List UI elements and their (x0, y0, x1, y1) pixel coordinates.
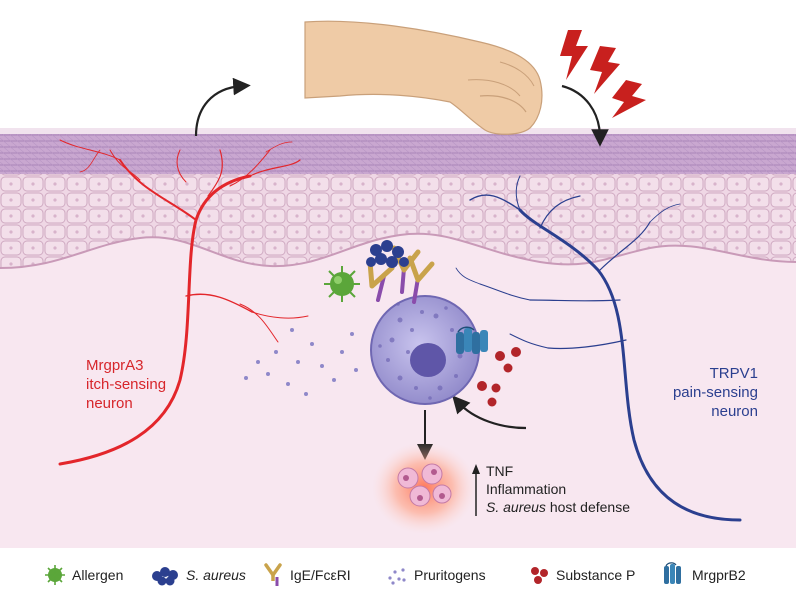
host-defense-label: S. aureus host defense (486, 498, 630, 516)
pruritogens (244, 328, 358, 396)
pain-neuron-label-line-2: pain-sensing (672, 384, 758, 401)
effects-label: TNF Inflammation S. aureus host defense (486, 462, 630, 516)
host-defense-rest: host defense (545, 499, 630, 515)
itch-neuron-label-line-1: MrgprA3 (86, 357, 144, 374)
mast-cell (370, 295, 480, 405)
scratch-arrow (194, 77, 251, 137)
legend-label-substance-p: Substance P (556, 567, 636, 583)
tnf-label: TNF (486, 463, 514, 479)
mrgprb2-icon (664, 562, 681, 584)
itch-neuron-label-line-3: neuron (86, 395, 133, 412)
pruritogens-icon (388, 568, 406, 585)
host-defense-species: S. aureus (486, 499, 546, 515)
substance-p-icon (531, 567, 548, 584)
pain-neuron-label-line-1: TRPV1 (709, 365, 758, 382)
s-aureus-icon (152, 567, 178, 586)
legend: Allergen S. aureus IgE/FcεRI Pruritogens (0, 548, 796, 602)
legend-item-substance-p: Substance P (528, 562, 635, 588)
ige-fceri-icon (264, 563, 282, 586)
legend-item-s-aureus: S. aureus (150, 562, 246, 588)
itch-neuron-label-line-2: itch-sensing (86, 376, 167, 393)
s-aureus-icon (366, 240, 409, 268)
itch-sensing-neuron (58, 139, 309, 466)
allergen-icon (45, 565, 65, 585)
skin-scene (0, 20, 796, 548)
lightning-icon (560, 30, 646, 118)
inflammation-cells (372, 442, 476, 534)
substance-p-arrow (452, 395, 527, 430)
inflammation-label: Inflammation (486, 481, 567, 497)
itch-neuron-label: MrgprA3 itch-sensing neuron (86, 356, 166, 413)
allergen-icon (324, 266, 360, 302)
mrgprb2-receptor (456, 326, 488, 354)
legend-item-allergen: Allergen (44, 562, 123, 588)
hand-scratching (304, 20, 543, 135)
legend-item-ige-fceri: IgE/FcεRI (262, 562, 351, 588)
pain-neuron-label: TRPV1 pain-sensing neuron (660, 364, 758, 421)
legend-label-pruritogens: Pruritogens (414, 567, 486, 583)
legend-item-mrgprb2: MrgprB2 (662, 562, 746, 588)
legend-label-s-aureus: S. aureus (186, 567, 246, 583)
pain-arrow (561, 84, 609, 147)
legend-label-mrgprb2: MrgprB2 (692, 567, 746, 583)
ige-fceri-receptors (367, 245, 435, 304)
legend-label-ige-fceri: IgE/FcεRI (290, 567, 351, 583)
stratum-corneum (0, 132, 796, 174)
legend-item-pruritogens: Pruritogens (386, 562, 486, 588)
substance-p-granules (477, 347, 521, 407)
pain-sensing-neuron (455, 175, 742, 522)
legend-label-allergen: Allergen (72, 567, 124, 583)
pain-neuron-label-line-3: neuron (711, 403, 758, 420)
